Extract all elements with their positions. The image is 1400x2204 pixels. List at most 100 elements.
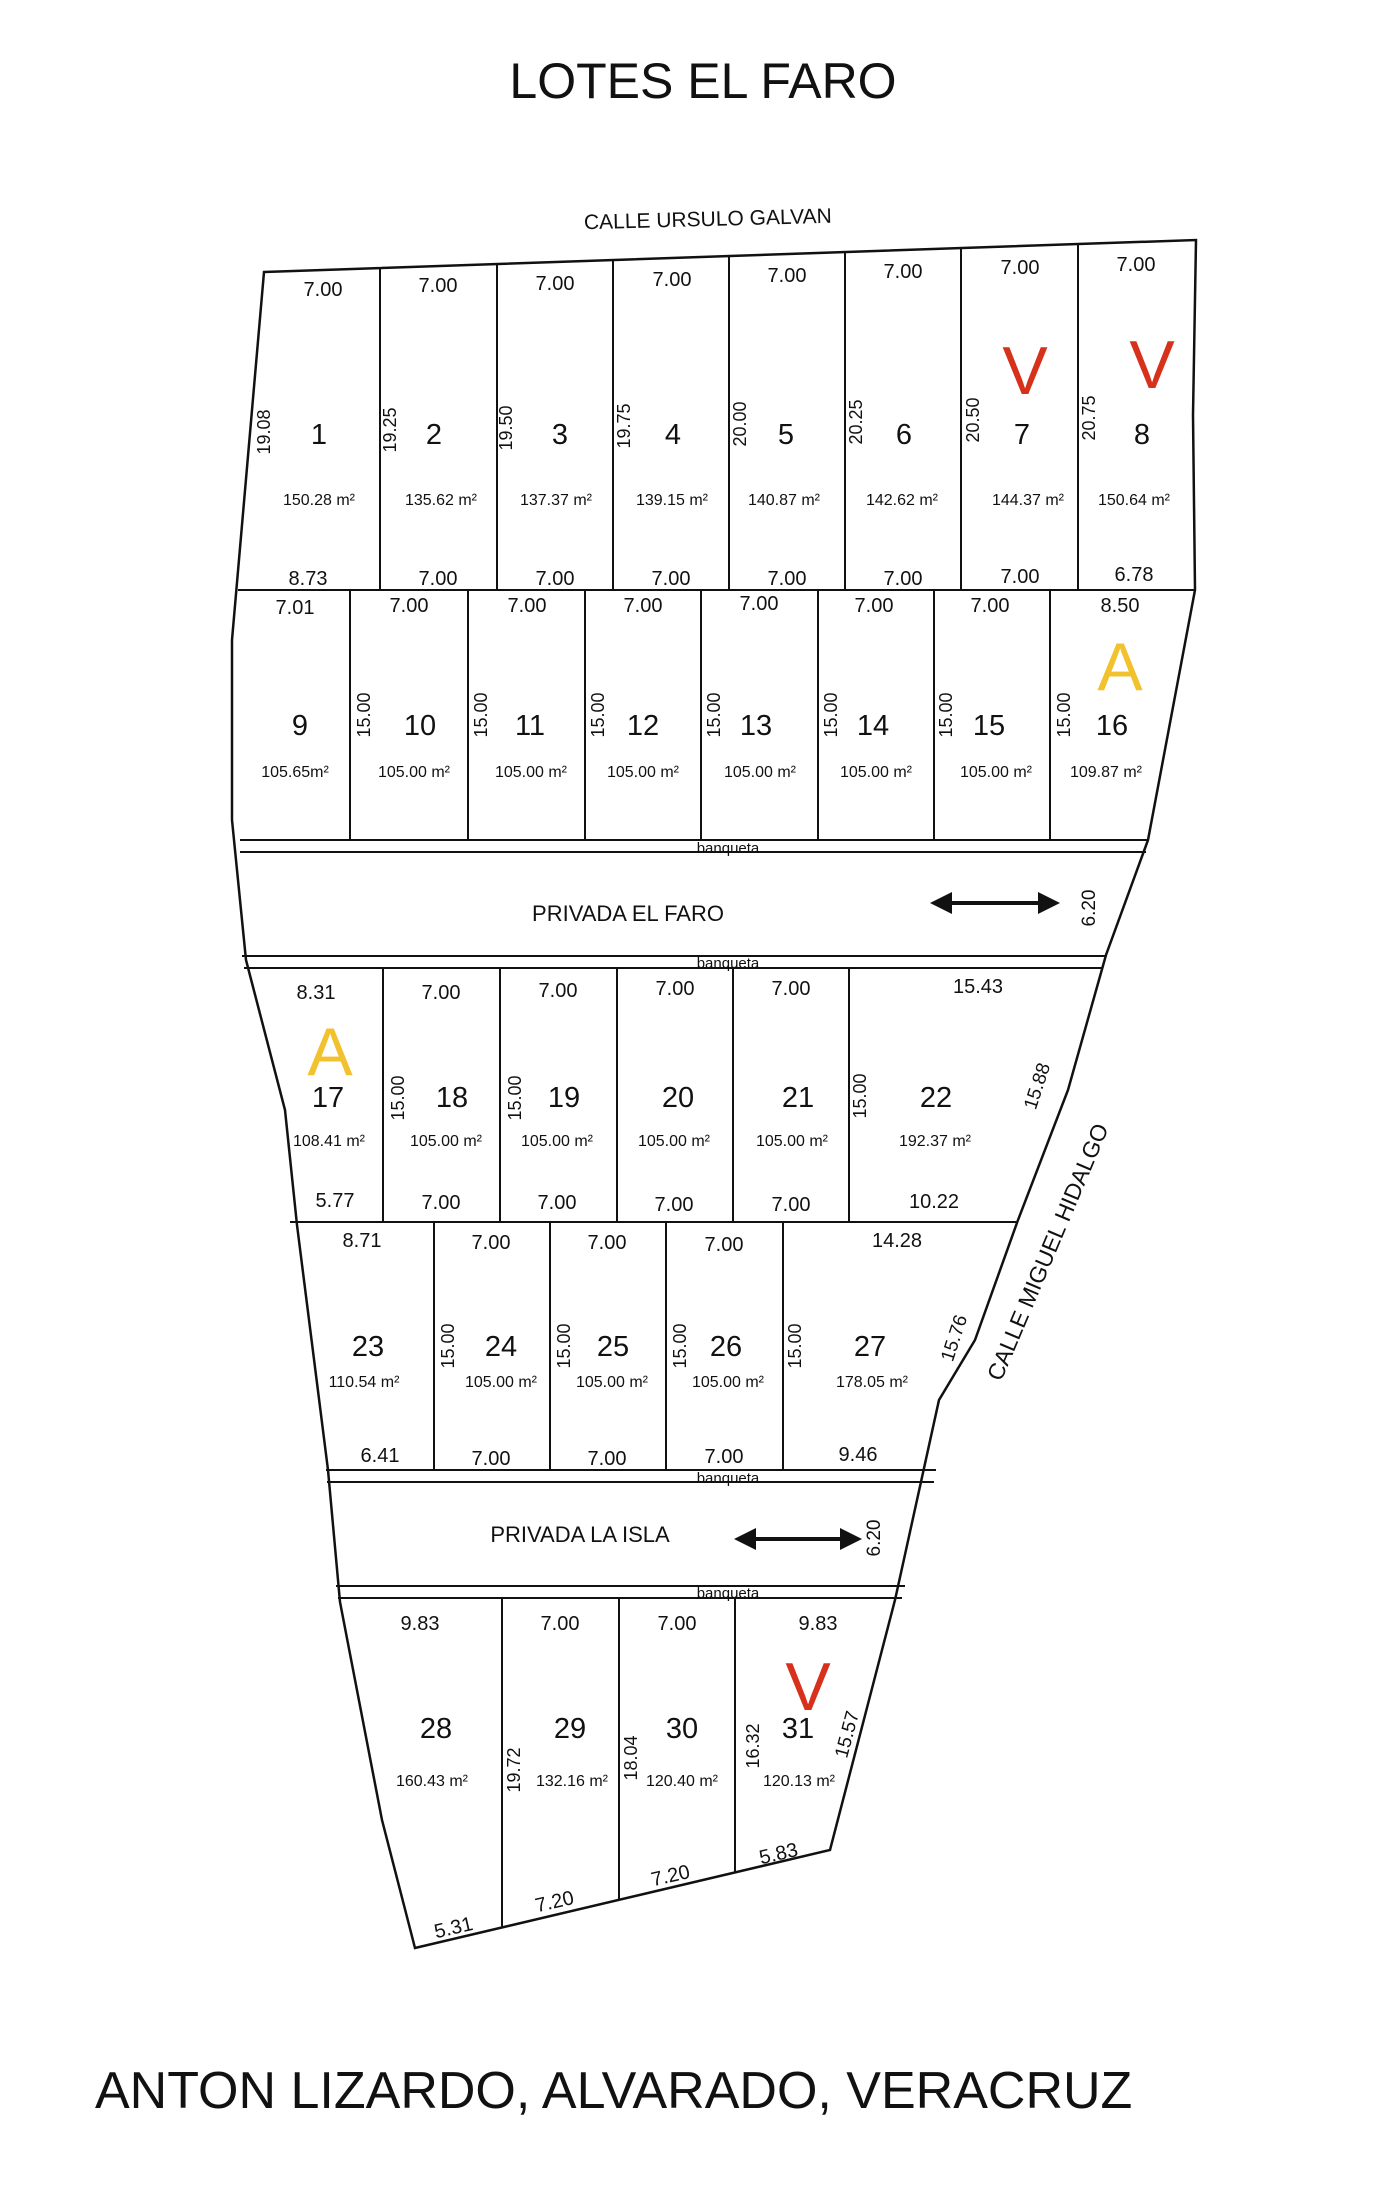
sidewalk-label: banqueta xyxy=(697,1470,760,1487)
lot-front-dimension: 7.00 xyxy=(656,978,695,1000)
lot-number: 5 xyxy=(778,419,794,451)
lot-area: 105.65m² xyxy=(261,764,329,781)
lot-back-dimension: 7.00 xyxy=(772,1194,811,1216)
lot-back-dimension: 6.41 xyxy=(361,1445,400,1467)
lot-number: 26 xyxy=(710,1331,742,1363)
lot-back-dimension: 7.00 xyxy=(655,1194,694,1216)
lot-back-dimension: 6.78 xyxy=(1115,564,1154,586)
lot-area: 120.40 m² xyxy=(646,1773,719,1790)
property-outline xyxy=(230,238,1198,1950)
lot-front-dimension: 8.50 xyxy=(1101,595,1140,617)
lot-front-dimension: 7.00 xyxy=(884,261,923,283)
lot-number: 15 xyxy=(973,710,1005,742)
lot-front-dimension: 7.00 xyxy=(772,978,811,1000)
lot-back-dimension: 7.00 xyxy=(705,1446,744,1468)
block-a-lines xyxy=(238,244,1194,591)
lot-status-marker: V xyxy=(1002,333,1048,409)
lot-back-dimension: 10.22 xyxy=(909,1191,959,1213)
lot-back-dimension: 5.31 xyxy=(432,1913,475,1943)
privada-el-faro-label: PRIVADA EL FARO xyxy=(532,901,724,926)
lot-back-dimension: 7.00 xyxy=(1001,566,1040,588)
double-arrow-icon xyxy=(930,892,1060,914)
lot-side-dimension: 18.04 xyxy=(621,1735,641,1780)
lot-front-dimension: 7.00 xyxy=(658,1613,697,1635)
lot-side-dimension: 15.00 xyxy=(821,692,841,737)
lot-number: 29 xyxy=(554,1713,586,1745)
lot-area: 120.13 m² xyxy=(763,1773,836,1790)
lot-area: 105.00 m² xyxy=(521,1133,594,1150)
lot-side-dimension: 15.00 xyxy=(936,692,956,737)
lot-front-dimension: 7.00 xyxy=(1117,254,1156,276)
lot-number: 22 xyxy=(920,1082,952,1114)
lot-side-dimension: 15.00 xyxy=(554,1323,574,1368)
lot-back-dimension: 7.00 xyxy=(419,568,458,590)
lot-number: 18 xyxy=(436,1082,468,1114)
lot-front-dimension: 7.00 xyxy=(971,595,1010,617)
lot-front-dimension: 7.00 xyxy=(536,273,575,295)
block-d-lines xyxy=(433,1222,784,1470)
lot-front-dimension: 8.71 xyxy=(343,1230,382,1252)
lot-area: 144.37 m² xyxy=(992,492,1065,509)
lot-4: 4 139.15 m² 7.00 7.00 19.75 xyxy=(614,269,709,590)
lot-5: 5 140.87 m² 7.00 7.00 20.00 xyxy=(730,265,821,590)
lot-number: 6 xyxy=(896,419,912,451)
lot-number: 12 xyxy=(627,710,659,742)
lot-front-dimension: 9.83 xyxy=(799,1613,838,1635)
lot-side-dimension: 15.00 xyxy=(850,1073,870,1118)
lot-side-dimension: 19.50 xyxy=(496,405,516,450)
lot-number: 7 xyxy=(1014,419,1030,451)
lot-area: 110.54 m² xyxy=(329,1374,401,1391)
lot-area: 105.00 m² xyxy=(960,764,1033,781)
lot-front-dimension: 7.00 xyxy=(419,275,458,297)
lot-status-marker: A xyxy=(1097,629,1143,705)
lot-area: 105.00 m² xyxy=(756,1133,829,1150)
lot-side-dimension: 15.00 xyxy=(354,692,374,737)
lot-number: 9 xyxy=(292,710,308,742)
lot-side-dimension: 15.00 xyxy=(388,1075,408,1120)
lot-back-dimension: 9.46 xyxy=(839,1444,878,1466)
lot-side-dimension: 19.75 xyxy=(614,403,634,448)
lot-26: 26 105.00 m² 7.00 7.00 15.00 xyxy=(670,1234,765,1468)
lot-22: 22 192.37 m² 15.43 10.22 15.00 15.88 xyxy=(850,976,1055,1213)
lot-front-dimension: 7.00 xyxy=(653,269,692,291)
lot-9: 9 105.65m² 7.01 xyxy=(261,597,329,781)
lot-front-dimension: 7.00 xyxy=(390,595,429,617)
lot-area: 192.37 m² xyxy=(899,1133,972,1150)
lot-side-dimension: 20.75 xyxy=(1079,395,1099,440)
lot-area: 150.64 m² xyxy=(1098,492,1171,509)
lot-side-dimension: 15.00 xyxy=(505,1075,525,1120)
lot-area: 132.16 m² xyxy=(536,1773,609,1790)
lot-number: 17 xyxy=(312,1082,344,1114)
lot-28: 28 160.43 m² 9.83 5.31 xyxy=(396,1613,475,1943)
lot-29: 29 132.16 m² 7.00 7.20 19.72 xyxy=(504,1613,609,1917)
lot-side-dimension: 20.50 xyxy=(963,397,983,442)
lot-front-dimension: 7.00 xyxy=(472,1232,511,1254)
lot-side-dimension-right: 15.88 xyxy=(1020,1060,1055,1112)
sidewalk-label: banqueta xyxy=(697,1585,760,1602)
privada-width-label: 6.20 xyxy=(1079,890,1100,927)
lot-back-dimension: 7.00 xyxy=(536,568,575,590)
lot-front-dimension: 14.28 xyxy=(872,1230,922,1252)
street-label-east: CALLE MIGUEL HIDALGO xyxy=(982,1120,1114,1385)
lot-25: 25 105.00 m² 7.00 7.00 15.00 xyxy=(554,1232,649,1470)
lot-side-dimension: 19.72 xyxy=(504,1747,524,1792)
lot-number: 2 xyxy=(426,419,442,451)
lot-number: 24 xyxy=(485,1331,517,1363)
lot-back-dimension: 7.20 xyxy=(649,1861,692,1891)
lot-12: 12 105.00 m² 7.00 15.00 xyxy=(588,595,680,781)
lot-front-dimension: 7.00 xyxy=(1001,257,1040,279)
privada-el-faro xyxy=(240,839,1148,969)
lot-number: 10 xyxy=(404,710,436,742)
lot-number: 16 xyxy=(1096,710,1128,742)
lot-area: 105.00 m² xyxy=(410,1133,483,1150)
lot-side-dimension: 19.25 xyxy=(380,407,400,452)
lot-side-dimension: 19.08 xyxy=(254,409,274,454)
lot-area: 105.00 m² xyxy=(840,764,913,781)
lot-area: 105.00 m² xyxy=(576,1374,649,1391)
lot-front-dimension: 7.00 xyxy=(588,1232,627,1254)
lot-19: 19 105.00 m² 7.00 7.00 15.00 xyxy=(505,980,594,1214)
lot-31: V 31 120.13 m² 9.83 5.83 16.32 15.57 xyxy=(743,1613,864,1869)
privada-la-isla-label: PRIVADA LA ISLA xyxy=(490,1522,670,1547)
lot-area: 105.00 m² xyxy=(692,1374,765,1391)
